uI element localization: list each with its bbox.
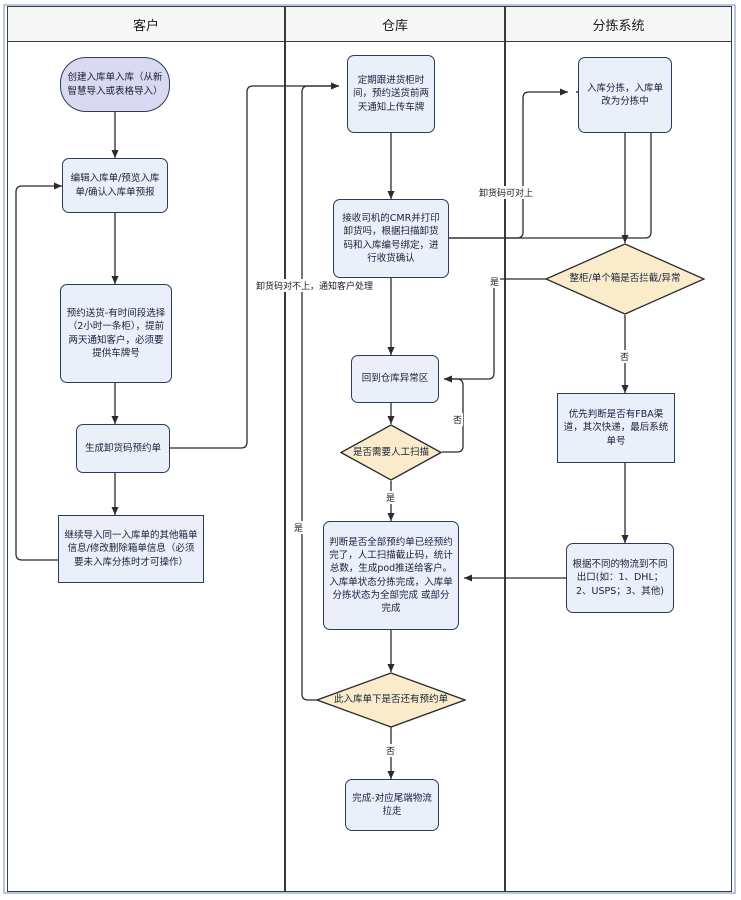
node-label: 生成卸货码预约单: [84, 442, 161, 454]
node-label: 编辑入库单/预览入库单/确认入库单预报: [70, 173, 160, 198]
edge-label-yes-more-booking: 是: [293, 521, 305, 534]
lane-header-customer: 客户: [7, 6, 285, 42]
node-label: 继续导入同一入库单的其他箱单信息/修改删除箱单信息（必须要未入库分拣时才可操作）: [64, 530, 198, 568]
node-label: 此入库单下是否还有预约单: [333, 694, 448, 706]
node-book-delivery[interactable]: 预约送货-有时间段选择（2小时一条柜），提前两天通知客户，必须要提供车牌号: [60, 284, 172, 383]
node-return-to-exception-area[interactable]: 回到仓库异常区: [351, 355, 439, 403]
node-label: 判断是否全部预约单已经预约完了，人工扫描截止码，统计总数，生成pod推送给客户。…: [329, 537, 453, 614]
node-label: 创建入库单入库（从新智慧导入或表格导入）: [67, 72, 163, 97]
edge-label-no-more-booking: 否: [385, 744, 397, 757]
diamond-shape: [316, 672, 466, 728]
lane-header-sorting: 分拣系统: [505, 6, 732, 42]
node-intercept-exception-decision[interactable]: 整柜/单个箱是否拦截/异常: [545, 243, 705, 315]
lane-body-sorting: [505, 42, 732, 892]
node-label: 预约送货-有时间段选择（2小时一条柜），提前两天通知客户，必须要提供车牌号: [66, 308, 166, 359]
edge-label-no-intercept: 否: [619, 350, 631, 363]
node-label: 回到仓库异常区: [361, 373, 429, 385]
lane-label: 仓库: [381, 18, 408, 34]
node-label: 完成-对应尾端物流拉走: [352, 792, 432, 817]
node-label: 优先判断是否有FBA渠道，其次快递，最后系统单号: [563, 409, 669, 447]
node-label: 定期跟进货柜时间，预约送货前两天通知上传车牌: [353, 75, 430, 113]
node-receive-cmr-confirm[interactable]: 接收司机的CMR并打印卸货吗，根据扫描卸货码和入库编号绑定，进行收货确认: [333, 199, 449, 278]
node-need-manual-scan-decision[interactable]: 是否需要人工扫描: [340, 424, 442, 481]
node-inbound-sorting-status[interactable]: 入库分拣，入库单改为分拣中: [578, 57, 672, 133]
lane-label: 分拣系统: [592, 18, 645, 34]
node-generate-unload-code[interactable]: 生成卸货码预约单: [76, 424, 170, 473]
node-label: 接收司机的CMR并打印卸货吗，根据扫描卸货码和入库编号绑定，进行收货确认: [342, 213, 440, 264]
edge-label-unload-match: 卸货码可对上: [478, 186, 535, 199]
node-check-all-bookings-complete[interactable]: 判断是否全部预约单已经预约完了，人工扫描截止码，统计总数，生成pod推送给客户。…: [323, 521, 459, 630]
node-label: 入库分拣，入库单改为分拣中: [586, 82, 663, 107]
node-complete-final-logistics[interactable]: 完成-对应尾端物流拉走: [345, 779, 439, 831]
node-label: 整柜/单个箱是否拦截/异常: [569, 273, 681, 285]
edge-label-yes-manual-scan: 是: [385, 491, 397, 504]
node-label: 是否需要人工扫描: [352, 446, 429, 458]
node-more-bookings-decision[interactable]: 此入库单下是否还有预约单: [316, 672, 466, 728]
edge-label-no-manual-scan: 否: [452, 413, 464, 426]
diamond-shape: [545, 243, 705, 315]
node-create-inbound-order[interactable]: 创建入库单入库（从新智慧导入或表格导入）: [60, 57, 170, 112]
node-label: 根据不同的物流到不同出口(如：1、DHL；2、USPS；3、其他): [572, 559, 668, 597]
node-route-to-exit[interactable]: 根据不同的物流到不同出口(如：1、DHL；2、USPS；3、其他): [566, 543, 674, 613]
edge-label-yes-intercept: 是: [489, 275, 501, 288]
lane-label: 客户: [132, 18, 159, 34]
lane-header-warehouse: 仓库: [285, 6, 505, 42]
node-continue-import-packing-list[interactable]: 继续导入同一入库单的其他箱单信息/修改删除箱单信息（必须要未入库分拣时才可操作）: [58, 515, 204, 583]
node-channel-priority[interactable]: 优先判断是否有FBA渠道，其次快递，最后系统单号: [557, 393, 675, 463]
node-track-container-time[interactable]: 定期跟进货柜时间，预约送货前两天通知上传车牌: [347, 55, 435, 133]
node-edit-inbound-order[interactable]: 编辑入库单/预览入库单/确认入库单预报: [62, 158, 168, 213]
diamond-shape: [340, 424, 442, 481]
edge-label-unload-mismatch: 卸货码对不上，通知客户处理: [255, 279, 375, 292]
